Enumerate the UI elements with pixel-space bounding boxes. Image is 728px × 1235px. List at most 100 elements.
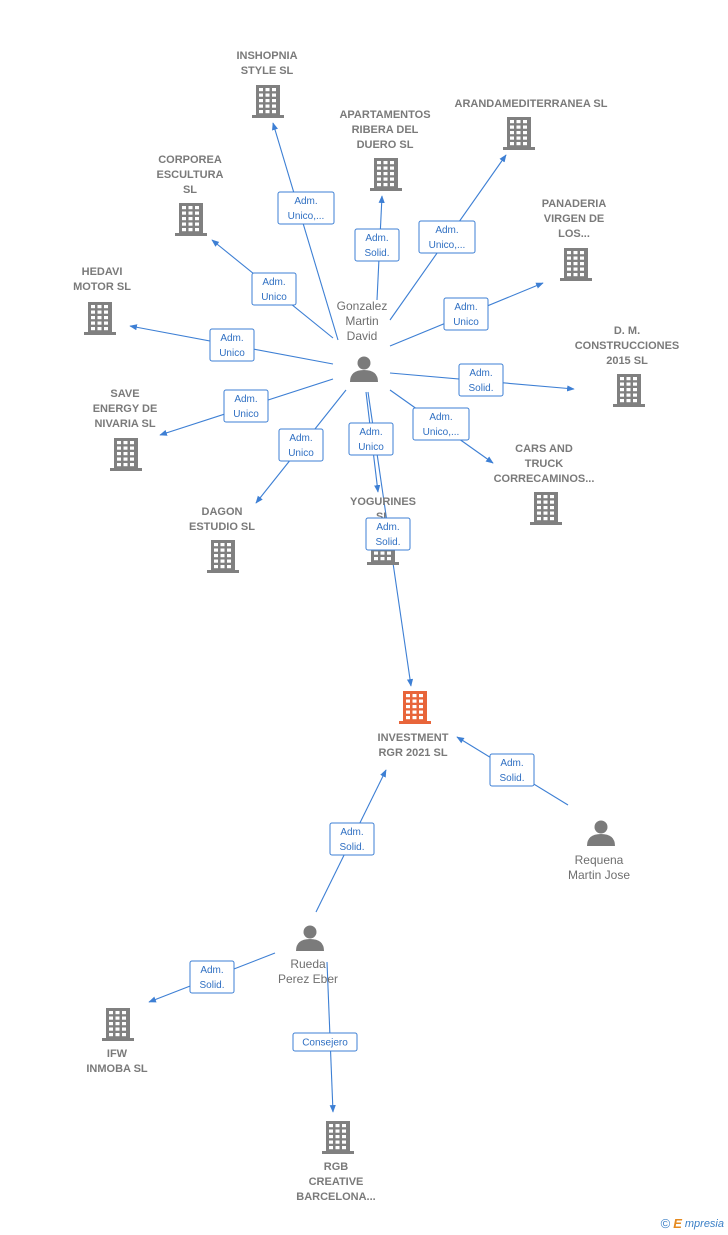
edge-label-gonzalez-corporea[interactable]: Adm.Unico [251, 272, 297, 306]
node-label-dagon: DAGON [202, 506, 243, 518]
edge-label-box [418, 220, 476, 254]
building-window [573, 256, 578, 260]
building-icon[interactable] [613, 374, 645, 407]
building-icon[interactable] [503, 117, 535, 150]
building-window [104, 305, 108, 309]
edge-label-text: Adm. [262, 277, 285, 288]
edge-label-gonzalez-investment[interactable]: Adm.Solid. [365, 517, 411, 551]
edge-label-box [223, 389, 269, 423]
building-icon[interactable] [322, 1121, 354, 1154]
building-window [573, 267, 578, 271]
edge-label-text: Adm. [435, 225, 458, 236]
node-label-dm: D. M. [614, 325, 640, 337]
building-window [335, 1140, 340, 1144]
node-label-save: SAVE [110, 388, 139, 400]
edge-label-gonzalez-cars[interactable]: Adm.Unico,... [412, 407, 470, 441]
edge-label-gonzalez-save[interactable]: Adm.Unico [223, 389, 269, 423]
building-window [123, 463, 128, 467]
building-window [620, 399, 624, 403]
building-icon[interactable] [530, 492, 562, 525]
building-icon[interactable] [370, 158, 402, 191]
edge-label-rueda-ifw[interactable]: Adm.Solid. [189, 960, 235, 994]
building-icon[interactable] [110, 438, 142, 471]
building-window [220, 554, 225, 558]
building-window [510, 125, 514, 129]
person-icon[interactable] [587, 820, 615, 847]
edge-label-rueda-rgb[interactable]: Consejero [292, 1032, 358, 1052]
edge-label-gonzalez-panaderia[interactable]: Adm.Unico [443, 297, 489, 331]
building-window [182, 222, 186, 226]
building-window [220, 559, 225, 563]
building-window [182, 217, 186, 221]
edge-label-gonzalez-hedavi[interactable]: Adm.Unico [209, 328, 255, 362]
building-window [329, 1146, 333, 1150]
edge-label-gonzalez-apartamentos[interactable]: Adm.Solid. [354, 228, 400, 262]
building-window [377, 177, 381, 181]
building-window [537, 517, 541, 521]
building-window [188, 217, 193, 221]
building-window [580, 273, 584, 277]
building-window [573, 251, 578, 255]
building-window [543, 517, 548, 521]
building-window [109, 1011, 113, 1015]
edge-label-text: Adm. [294, 196, 317, 207]
node-label-gonzalez: Martin [345, 314, 378, 328]
node-arandamed[interactable]: ARANDAMEDITERRANEA SL [455, 98, 608, 150]
building-icon[interactable] [207, 540, 239, 573]
edge-label-gonzalez-dagon[interactable]: Adm.Unico [278, 428, 324, 462]
edge-label-text: Adm. [500, 758, 523, 769]
edge-label-text: Adm. [454, 302, 477, 313]
node-label-rueda: Perez Eber [278, 972, 338, 986]
building-window [227, 543, 231, 547]
node-label-corporea: SL [183, 184, 197, 196]
edge-label-rueda-investment[interactable]: Adm.Solid. [329, 822, 375, 856]
building-icon[interactable] [84, 302, 116, 335]
node-label-rgb: BARCELONA... [296, 1191, 375, 1203]
node-cars[interactable]: CARS ANDTRUCKCORRECAMINOS... [494, 443, 595, 525]
building-window [259, 104, 263, 108]
building-window [523, 131, 527, 135]
building-window [195, 211, 199, 215]
building-icon[interactable] [560, 248, 592, 281]
building-window [342, 1129, 346, 1133]
building-base [370, 188, 402, 191]
node-label-yogurines: YOGURINES [350, 496, 416, 508]
building-window [626, 377, 631, 381]
building-window [412, 710, 417, 714]
edge-label-requena-investment[interactable]: Adm.Solid. [489, 753, 535, 787]
building-window [122, 1022, 126, 1026]
building-icon[interactable] [175, 203, 207, 236]
building-window [182, 228, 186, 232]
person-icon[interactable] [296, 925, 324, 952]
building-icon[interactable] [102, 1008, 134, 1041]
edge-label-gonzalez-yogurines[interactable]: Adm.Unico [348, 422, 394, 456]
building-window [377, 161, 381, 165]
edge-label-gonzalez-dm[interactable]: Adm.Solid. [458, 363, 504, 397]
node-rgb[interactable]: RGBCREATIVEBARCELONA... [296, 1121, 376, 1203]
edge-label-gonzalez-arandamed[interactable]: Adm.Unico,... [418, 220, 476, 254]
brand-logo-letter: E [673, 1216, 682, 1231]
edge-label-gonzalez-inshopnia[interactable]: Adm.Unico,... [277, 191, 335, 225]
building-window [272, 110, 276, 114]
building-window [220, 565, 225, 569]
building-icon[interactable] [252, 85, 284, 118]
person-icon[interactable] [350, 356, 378, 383]
edge-label-text: Unico,... [423, 427, 460, 438]
main-building-icon[interactable] [399, 691, 431, 724]
building-window [195, 206, 199, 210]
building-window [188, 228, 193, 232]
